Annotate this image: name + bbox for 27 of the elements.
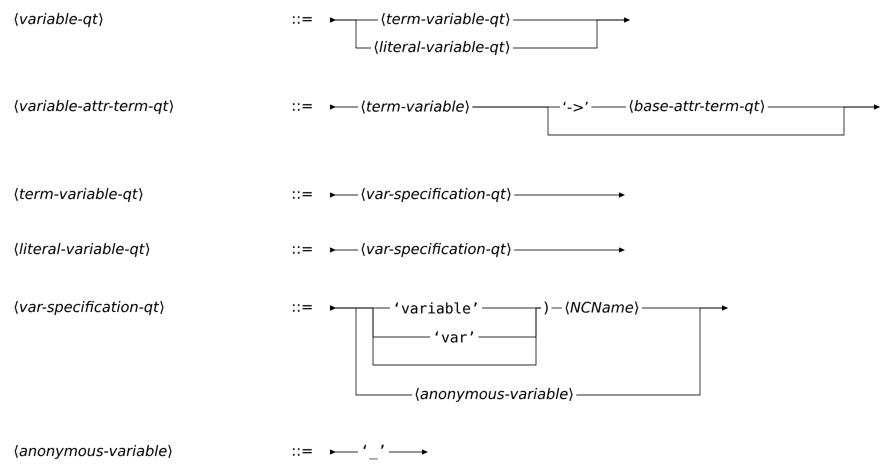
nonterminal-label: ⟨base-attr-term-qt⟩: [630, 100, 764, 114]
terminal-label: ‘->’: [564, 102, 588, 112]
nonterminal-label: ⟨literal-variable-qt⟩: [374, 40, 510, 55]
nonterminal-label: ⟨term-variable⟩: [362, 100, 469, 114]
definition-sign: ::=: [293, 246, 312, 254]
junction-mark: ): [544, 302, 548, 314]
nonterminal-label: ⟨NCName⟩: [566, 302, 638, 314]
rule-name: ⟨variable-attr-term-qt⟩: [14, 100, 174, 114]
definition-sign: ::=: [293, 191, 312, 199]
rule-name: ⟨anonymous-variable⟩: [14, 444, 172, 459]
nonterminal-label: ⟨var-specification-qt⟩: [362, 242, 510, 257]
rule-name: ⟨literal-variable-qt⟩: [14, 242, 150, 257]
definition-sign: ::=: [293, 304, 312, 312]
rule-name: ⟨variable-qt⟩: [14, 12, 102, 27]
definition-sign: ::=: [293, 448, 312, 456]
railroad-line: [478, 308, 542, 338]
nonterminal-label: ⟨term-variable-qt⟩: [382, 12, 510, 27]
definition-sign: ::=: [293, 16, 312, 24]
railroad-line: [590, 106, 626, 108]
definition-sign: ::=: [293, 103, 312, 111]
terminal-label: ‘var’: [436, 331, 474, 343]
terminal-label: ‘_’: [364, 444, 384, 460]
nonterminal-label: ⟨anonymous-variable⟩: [416, 388, 573, 402]
nonterminal-label: ⟨var-specification-qt⟩: [362, 188, 510, 202]
terminal-label: ‘variable’: [396, 302, 477, 314]
rule-name: ⟨term-variable-qt⟩: [14, 188, 142, 202]
rule-name: ⟨var-specification-qt⟩: [14, 300, 164, 315]
